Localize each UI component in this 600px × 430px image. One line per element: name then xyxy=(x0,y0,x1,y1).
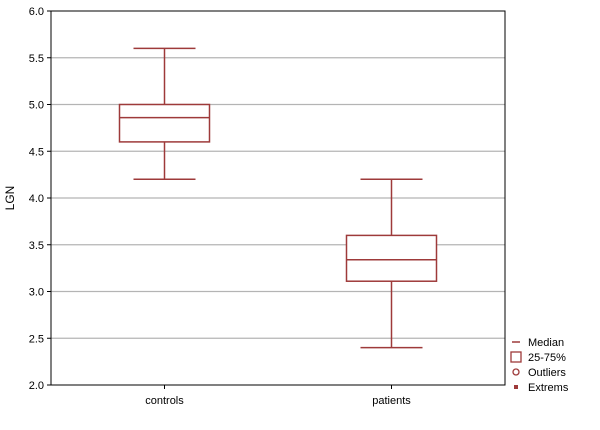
legend-outlier-symbol xyxy=(512,368,520,376)
box-patients xyxy=(345,178,438,349)
legend-box-symbol xyxy=(510,351,522,363)
box-controls xyxy=(118,47,211,181)
iqr-box xyxy=(345,234,438,282)
y-tick-label: 4.5 xyxy=(29,146,44,158)
y-tick-label: 3.5 xyxy=(29,240,44,252)
y-tick-label: 2.5 xyxy=(29,333,44,345)
y-tick-label: 4.0 xyxy=(29,193,44,205)
gridlines xyxy=(51,57,505,339)
iqr-box xyxy=(118,103,211,143)
legend-label: 25-75% xyxy=(528,352,566,364)
legend-item: Median xyxy=(512,337,564,349)
x-tick-label: controls xyxy=(145,395,184,407)
y-axis-ticks: 2.0 2.5 3.0 3.5 4.0 4.5 5.0 5.5 6.0 xyxy=(29,6,51,392)
y-tick-label: 2.0 xyxy=(29,380,44,392)
legend-item: 25-75% xyxy=(510,351,566,364)
y-tick-label: 3.0 xyxy=(29,287,44,299)
x-tick-label: patients xyxy=(372,395,411,407)
box-series xyxy=(118,47,438,349)
y-tick-label: 5.5 xyxy=(29,53,44,65)
legend-label: Outliers xyxy=(528,367,566,379)
legend-item: Outliers xyxy=(512,367,566,379)
legend-label: Extrems xyxy=(528,382,569,394)
legend-extreme-symbol xyxy=(514,385,518,389)
legend-item: Extrems xyxy=(514,382,569,394)
y-tick-label: 5.0 xyxy=(29,100,44,112)
x-axis-ticks: controls patients xyxy=(145,385,411,407)
y-tick-label: 6.0 xyxy=(29,6,44,18)
legend-label: Median xyxy=(528,337,564,349)
y-axis-label: LGN xyxy=(3,186,17,211)
